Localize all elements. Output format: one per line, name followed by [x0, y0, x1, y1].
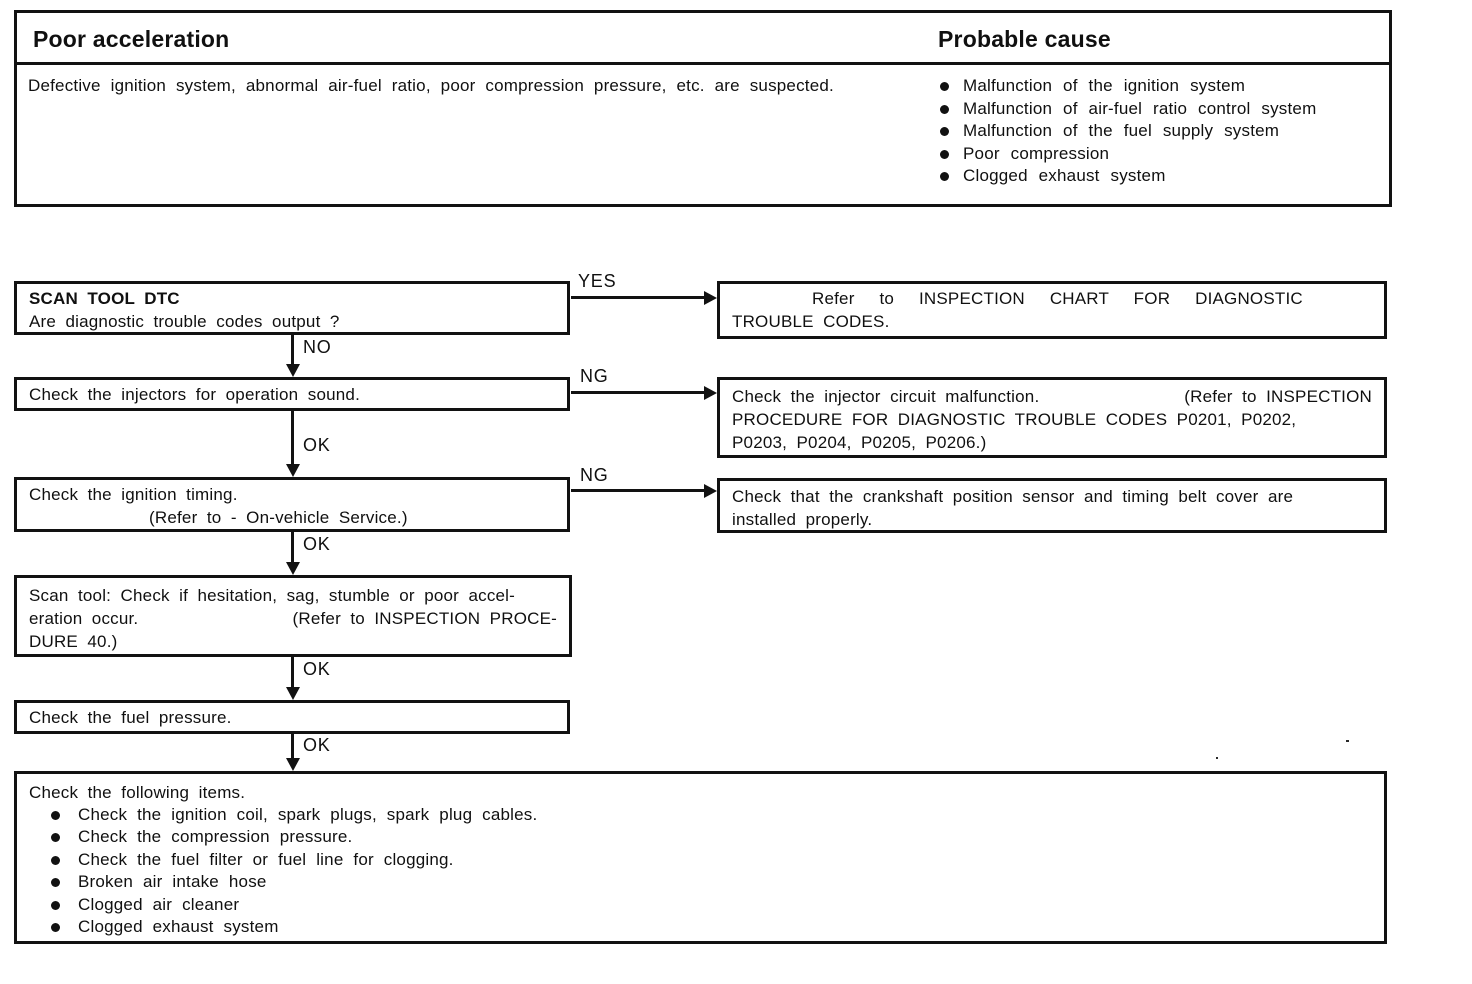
result-dtc-chart-box: Refer to INSPECTION CHART FOR DIAGNOSTIC… — [717, 281, 1387, 339]
final-check-item: Clogged air cleaner — [29, 894, 1372, 916]
final-check-item: Check the ignition coil, spark plugs, sp… — [29, 804, 1372, 826]
final-check-item: Check the compression pressure. — [29, 826, 1372, 848]
step-text-line2: (Refer to - On-vehicle Service.) — [149, 508, 408, 527]
symptom-table-body: Defective ignition system, abnormal air-… — [17, 65, 1389, 204]
final-check-list: Check the ignition coil, spark plugs, sp… — [29, 804, 1372, 938]
arrow-ng-right — [571, 386, 717, 400]
step-title: SCAN TOOL DTC — [29, 289, 180, 308]
arrow-ok-down — [286, 657, 300, 700]
symptom-title: Poor acceleration — [33, 26, 230, 52]
step-hesitation-box: Scan tool: Check if hesitation, sag, stu… — [14, 575, 572, 657]
step-text: Check the fuel pressure. — [29, 707, 232, 727]
label-no: NO — [303, 337, 332, 357]
label-yes: YES — [578, 271, 617, 291]
result-text-line1-left: Check the injector circuit malfunction. — [732, 387, 1040, 406]
label-ng: NG — [580, 465, 609, 485]
label-ok: OK — [303, 659, 331, 679]
step-text-line3: DURE 40.) — [29, 632, 118, 651]
probable-cause-item: Poor compression — [938, 143, 1386, 166]
final-check-box: Check the following items. Check the ign… — [14, 771, 1387, 944]
arrow-yes-right — [571, 291, 717, 305]
arrow-ng-right — [571, 484, 717, 498]
symptom-description: Defective ignition system, abnormal air-… — [28, 76, 834, 95]
step-fuel-pressure-box: Check the fuel pressure. — [14, 700, 570, 734]
symptom-table: Poor acceleration Probable cause Defecti… — [14, 10, 1392, 207]
result-text-line1: Refer to INSPECTION CHART FOR DIAGNOSTIC — [812, 289, 1303, 308]
step-text-line2-right: (Refer to INSPECTION PROCE- — [292, 609, 557, 628]
result-text-line2: PROCEDURE FOR DIAGNOSTIC TROUBLE CODES P… — [732, 410, 1297, 429]
result-text-line2: TROUBLE CODES. — [732, 312, 890, 331]
result-crankshaft-box: Check that the crankshaft position senso… — [717, 478, 1387, 533]
result-injector-circuit-box: Check the injector circuit malfunction. … — [717, 377, 1387, 458]
step-scan-tool-dtc-box: SCAN TOOL DTC Are diagnostic trouble cod… — [14, 281, 570, 335]
final-check-item: Check the fuel filter or fuel line for c… — [29, 849, 1372, 871]
scan-speck — [1216, 757, 1218, 759]
probable-cause-item: Malfunction of the ignition system — [938, 75, 1386, 98]
probable-cause-item: Malfunction of air-fuel ratio control sy… — [938, 98, 1386, 121]
step-text-line1: Scan tool: Check if hesitation, sag, stu… — [29, 586, 516, 605]
arrow-no-down — [286, 335, 300, 377]
label-ng: NG — [580, 366, 609, 386]
scan-speck — [1346, 740, 1349, 742]
arrow-ok-down — [286, 532, 300, 575]
probable-cause-list: Malfunction of the ignition system Malfu… — [938, 75, 1386, 188]
step-text-line1: Check the ignition timing. — [29, 485, 238, 504]
step-text: Check the injectors for operation sound. — [29, 384, 361, 404]
probable-cause-title: Probable cause — [938, 26, 1111, 52]
label-ok: OK — [303, 534, 331, 554]
label-ok: OK — [303, 735, 331, 755]
arrow-ok-down — [286, 734, 300, 771]
result-text-line2: installed properly. — [732, 510, 873, 529]
step-text-line2-left: eration occur. — [29, 609, 139, 628]
symptom-table-header: Poor acceleration Probable cause — [17, 13, 1389, 65]
step-ignition-timing-box: Check the ignition timing. (Refer to - O… — [14, 477, 570, 532]
step-injectors-box: Check the injectors for operation sound. — [14, 377, 570, 411]
probable-cause-item: Clogged exhaust system — [938, 165, 1386, 188]
arrow-ok-down — [286, 411, 300, 477]
probable-cause-item: Malfunction of the fuel supply system — [938, 120, 1386, 143]
result-text-line3: P0203, P0204, P0205, P0206.) — [732, 433, 987, 452]
label-ok: OK — [303, 435, 331, 455]
final-check-item: Clogged exhaust system — [29, 916, 1372, 938]
step-question: Are diagnostic trouble codes output ? — [29, 312, 340, 331]
result-text-line1: Check that the crankshaft position senso… — [732, 487, 1294, 506]
final-check-title: Check the following items. — [29, 783, 246, 802]
result-text-line1-right: (Refer to INSPECTION — [1184, 387, 1372, 406]
final-check-item: Broken air intake hose — [29, 871, 1372, 893]
